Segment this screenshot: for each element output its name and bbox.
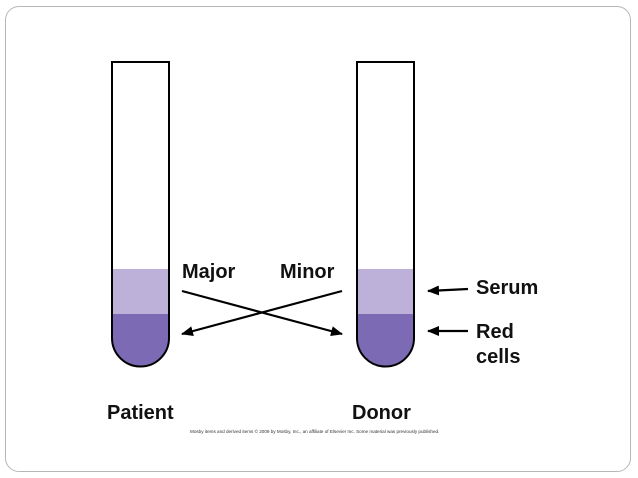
donor-tube bbox=[356, 61, 415, 368]
patient-tube-outline bbox=[111, 61, 170, 368]
copyright-notice: Mosby items and derived items © 2009 by … bbox=[190, 429, 440, 434]
patient-serum-layer bbox=[112, 269, 169, 314]
donor-serum-layer bbox=[357, 269, 414, 314]
major-label: Major bbox=[182, 261, 236, 283]
serum-pointer-arrow bbox=[427, 285, 469, 296]
donor-tube-outline bbox=[356, 61, 415, 368]
donor-label: Donor bbox=[352, 402, 411, 424]
slide-frame bbox=[5, 6, 631, 472]
serum-label: Serum bbox=[476, 277, 539, 299]
patient-label: Patient bbox=[107, 402, 174, 424]
donor-red-cells-layer bbox=[357, 314, 414, 367]
patient-red-cells-layer bbox=[112, 314, 169, 367]
red-label: Red bbox=[476, 321, 514, 343]
cells-label: cells bbox=[476, 346, 521, 368]
minor-label: Minor bbox=[280, 261, 335, 283]
minor-arrow bbox=[181, 289, 343, 336]
patient-tube bbox=[111, 61, 170, 368]
